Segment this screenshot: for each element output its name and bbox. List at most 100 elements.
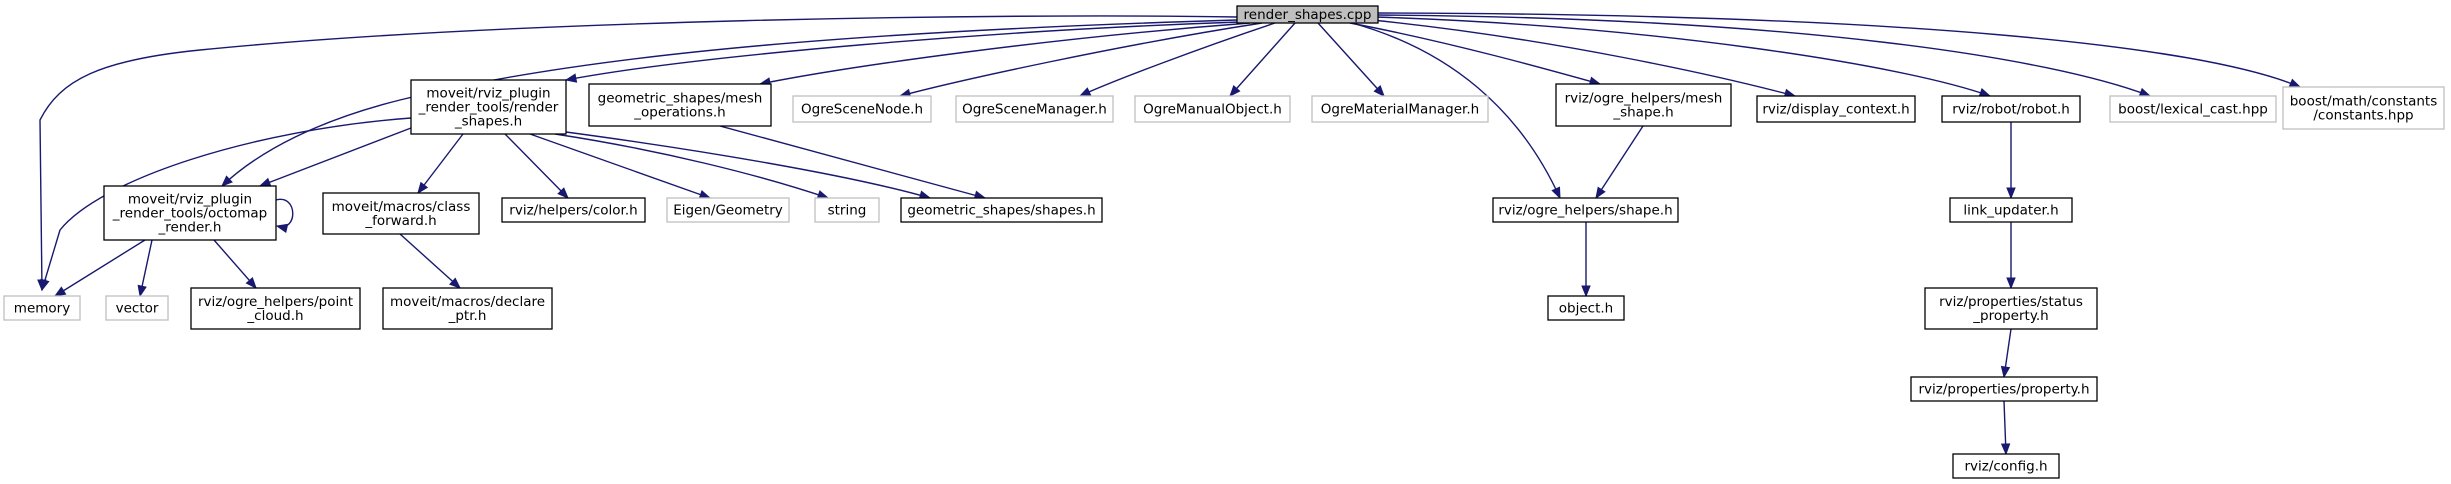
node-label: moveit/rviz_plugin [426, 86, 550, 102]
edge-root-to-ogre_manual_object [1229, 22, 1296, 98]
edge-octomap_render-to-vector [137, 239, 153, 298]
node-config[interactable]: rviz/config.h [1952, 453, 2060, 479]
node-label: vector [116, 301, 159, 317]
node-box [1952, 453, 2060, 479]
node-box [666, 197, 790, 223]
node-label: rviz/ogre_helpers/point [198, 294, 353, 310]
node-label: OgreSceneNode.h [801, 102, 923, 118]
node-box [382, 287, 553, 330]
node-box [501, 197, 646, 223]
node-label: string [828, 203, 867, 219]
node-label: geometric_shapes/shapes.h [907, 203, 1095, 219]
node-label: boost/math/constants [2290, 94, 2438, 110]
node-mesh-ops[interactable]: geometric_shapes/mesh_operations.h [588, 83, 772, 127]
node-box [2109, 95, 2277, 123]
node-box [190, 287, 361, 330]
node-label: rviz/helpers/color.h [509, 203, 637, 219]
edge-robot-to-link_updater [2006, 122, 2016, 200]
node-label: rviz/ogre_helpers/mesh [1565, 91, 1723, 107]
node-box [1492, 197, 1679, 223]
node-label: rviz/properties/property.h [1918, 382, 2089, 398]
node-label: object.h [1559, 301, 1613, 317]
edge-root-to-ogre_scene_node [898, 22, 1263, 98]
node-shapes[interactable]: geometric_shapes/shapes.h [900, 197, 1103, 223]
node-label: _property.h [1972, 308, 2048, 324]
node-label: memory [14, 301, 70, 317]
node-vector: vector [105, 295, 169, 321]
node-render-shapes-h[interactable]: moveit/rviz_plugin_render_tools/render_s… [410, 79, 567, 135]
node-shape-h[interactable]: rviz/ogre_helpers/shape.h [1492, 197, 1679, 223]
edge-status_property-to-property [2000, 328, 2012, 379]
node-label: _operations.h [633, 105, 725, 121]
node-label: _shape.h [1612, 105, 1673, 121]
node-declare-ptr[interactable]: moveit/macros/declare_ptr.h [382, 287, 553, 330]
node-label: OgreSceneManager.h [962, 102, 1107, 118]
node-display-context[interactable]: rviz/display_context.h [1756, 95, 1916, 123]
node-box [814, 197, 880, 223]
node-status-property[interactable]: rviz/properties/status_property.h [1924, 287, 2098, 330]
node-box [1236, 5, 1379, 24]
node-box [410, 79, 567, 135]
node-property[interactable]: rviz/properties/property.h [1910, 376, 2098, 402]
node-box [1924, 287, 2098, 330]
node-label: OgreMaterialManager.h [1321, 102, 1479, 118]
node-label: OgreManualObject.h [1143, 102, 1282, 118]
node-box [322, 192, 480, 235]
edge-property-to-config [2000, 400, 2011, 456]
node-box [3, 295, 81, 321]
node-label: Eigen/Geometry [673, 203, 783, 219]
node-box [955, 95, 1114, 123]
node-box [1949, 197, 2073, 223]
node-box [588, 83, 772, 127]
node-point-cloud[interactable]: rviz/ogre_helpers/point_cloud.h [190, 287, 361, 330]
edge-mesh_shape-to-shape_h [1595, 125, 1644, 200]
node-robot[interactable]: rviz/robot/robot.h [1941, 95, 2081, 123]
node-link-updater[interactable]: link_updater.h [1949, 197, 2073, 223]
edge-root-to-memory [37, 15, 1238, 292]
node-box [1555, 83, 1732, 127]
node-color[interactable]: rviz/helpers/color.h [501, 197, 646, 223]
edge-class_forward-to-declare_ptr [399, 233, 462, 289]
edge-render_shapes_h-to-eigen_geometry [529, 133, 712, 199]
node-ogre-material-manager: OgreMaterialManager.h [1311, 95, 1489, 123]
node-label: moveit/rviz_plugin [128, 192, 252, 208]
edge-render_shapes_h-to-string [554, 133, 830, 200]
node-box [2282, 86, 2445, 130]
node-ogre-scene-node: OgreSceneNode.h [792, 95, 932, 123]
edge-mesh_ops-to-shapes [719, 125, 987, 200]
node-label: moveit/macros/declare [390, 294, 545, 310]
node-label: _cloud.h [246, 308, 303, 324]
node-label: rviz/display_context.h [1762, 102, 1909, 118]
edge-render_shapes_h-to-memory [40, 117, 412, 292]
edges-layer [37, 12, 2302, 456]
edge-octomap_render-to-octomap_render [275, 198, 294, 233]
edge-render_shapes_h-to-class_forward [417, 133, 464, 195]
edge-root-to-ogre_scene_manager [1078, 22, 1276, 97]
node-ogre-scene-manager: OgreSceneManager.h [955, 95, 1114, 123]
node-root[interactable]: render_shapes.cpp [1236, 5, 1379, 24]
node-ogre-manual-object: OgreManualObject.h [1134, 95, 1291, 123]
node-object-h[interactable]: object.h [1547, 295, 1625, 321]
node-math-constants: boost/math/constants/constants.hpp [2282, 86, 2445, 130]
node-class-forward[interactable]: moveit/macros/class_forward.h [322, 192, 480, 235]
edge-link_updater-to-status_property [2006, 222, 2016, 290]
node-label: rviz/ogre_helpers/shape.h [1498, 203, 1672, 219]
node-string: string [814, 197, 880, 223]
node-octomap-render[interactable]: moveit/rviz_plugin_render_tools/octomap_… [103, 185, 277, 241]
edge-root-to-mesh_ops [758, 22, 1251, 87]
edge-root-to-octomap_render [221, 19, 1238, 187]
node-label: link_updater.h [1963, 203, 2058, 219]
edge-root-to-ogre_material_manager [1317, 22, 1385, 97]
node-box [1547, 295, 1625, 321]
node-label: rviz/config.h [1964, 459, 2047, 475]
node-lexical-cast: boost/lexical_cast.hpp [2109, 95, 2277, 123]
node-memory: memory [3, 295, 81, 321]
node-label: _render_tools/octomap [112, 206, 267, 222]
node-box [1134, 95, 1291, 123]
edge-shape_h-to-object_h [1581, 222, 1591, 298]
edge-render_shapes_h-to-color [504, 133, 569, 199]
node-box [1756, 95, 1916, 123]
node-box [1941, 95, 2081, 123]
node-mesh-shape[interactable]: rviz/ogre_helpers/mesh_shape.h [1555, 83, 1732, 127]
